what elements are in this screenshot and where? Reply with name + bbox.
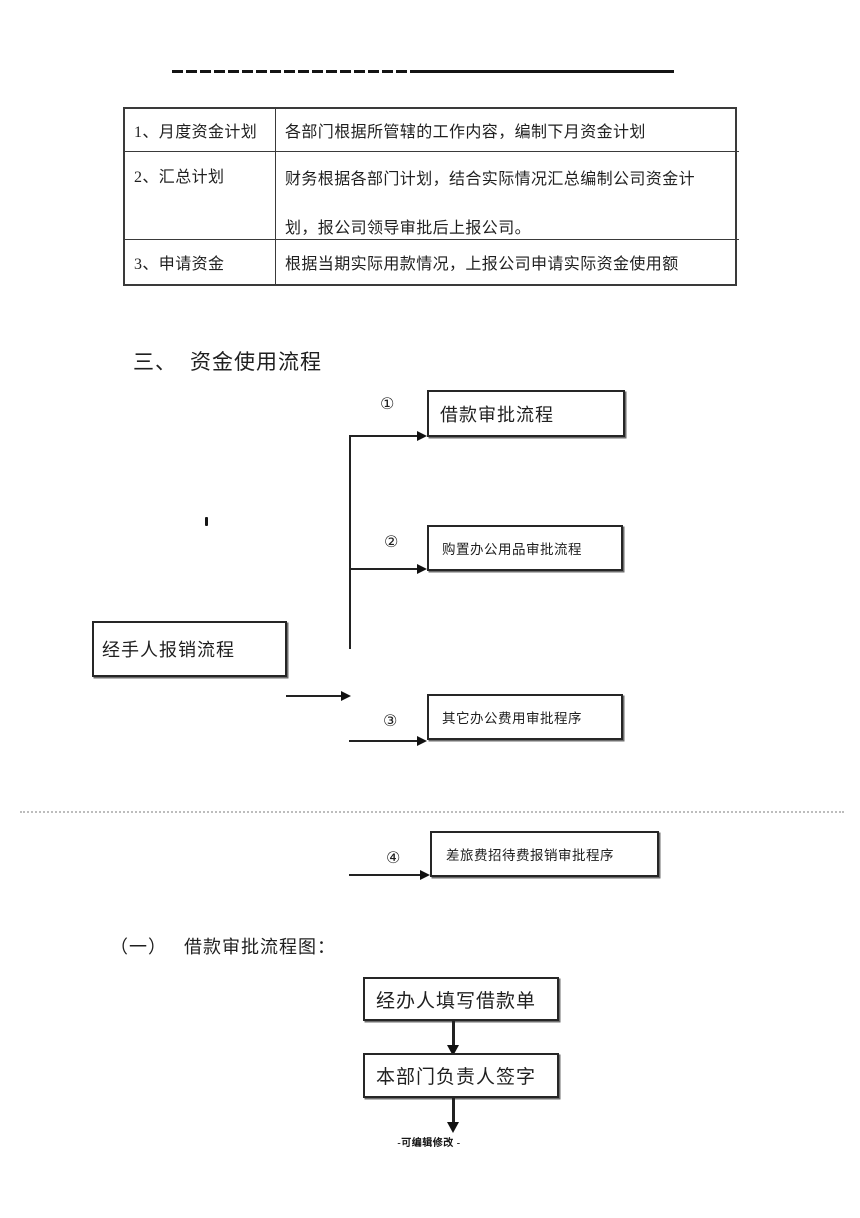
section-heading: 三、资金使用流程 xyxy=(133,346,322,376)
row-desc-line: 财务根据各部门计划，结合实际情况汇总编制公司资金计 xyxy=(285,170,696,188)
source-arrowhead-icon xyxy=(341,691,351,701)
row-label: 1、月度资金计划 xyxy=(134,124,258,141)
table-row-3-label: 3、申请资金 xyxy=(125,240,276,284)
loan-step-label: 经办人填写借款单 xyxy=(376,990,537,1012)
header-rule-solid xyxy=(413,70,674,73)
section-number: 三、 xyxy=(133,350,177,374)
row-desc: 根据当期实际用款情况，上报公司申请实际资金使用额 xyxy=(285,256,679,273)
branch-marker-4: ④ xyxy=(386,848,401,867)
branch-line-1 xyxy=(349,435,419,437)
branch-arrowhead-1-icon xyxy=(417,431,427,441)
loan-step-box-1: 经办人填写借款单 xyxy=(363,977,559,1021)
table-row-2-label: 2、汇总计划 xyxy=(125,152,276,240)
branch-arrowhead-4-icon xyxy=(420,870,430,880)
table-row-2-desc: 财务根据各部门计划，结合实际情况汇总编制公司资金计 划，报公司领导审批后上报公司… xyxy=(276,152,739,240)
loan-step-label: 本部门负责人签字 xyxy=(376,1067,537,1088)
row-desc: 各部门根据所管辖的工作内容，编制下月资金计划 xyxy=(285,124,646,141)
row-label: 2、汇总计划 xyxy=(134,168,225,186)
flow-box-other-office-expense: 其它办公费用审批程序 xyxy=(427,694,623,740)
flow-box-label: 购置办公用品审批流程 xyxy=(442,542,582,557)
loan-arrowhead-2-icon xyxy=(447,1122,459,1133)
subsection-number: （一） xyxy=(110,937,167,957)
flow-box-handler-reimbursement: 经手人报销流程 xyxy=(92,621,287,677)
row-desc-line: 划，报公司领导审批后上报公司。 xyxy=(285,219,532,237)
subsection-heading: （一） 借款审批流程图： xyxy=(110,933,336,959)
loan-arrowhead-1-icon xyxy=(447,1045,459,1056)
flow-box-label: 借款审批流程 xyxy=(440,404,554,425)
branch-arrowhead-2-icon xyxy=(417,564,427,574)
branch-marker-3: ③ xyxy=(383,711,398,730)
table-row-3-desc: 根据当期实际用款情况，上报公司申请实际资金使用额 xyxy=(276,240,739,284)
table-row-1-desc: 各部门根据所管辖的工作内容，编制下月资金计划 xyxy=(276,109,739,152)
flow-box-travel-entertainment: 差旅费招待费报销审批程序 xyxy=(430,831,659,877)
flow-box-loan-approval: 借款审批流程 xyxy=(427,390,625,437)
loan-step-box-2: 本部门负责人签字 xyxy=(363,1053,559,1098)
branch-arrowhead-3-icon xyxy=(417,736,427,746)
section-title: 资金使用流程 xyxy=(190,350,322,374)
subsection-title: 借款审批流程图： xyxy=(184,937,336,957)
source-arrow-line xyxy=(286,695,343,697)
flow-box-office-supplies: 购置办公用品审批流程 xyxy=(427,525,623,571)
branch-marker-2: ② xyxy=(384,532,399,551)
table-row-1-label: 1、月度资金计划 xyxy=(125,109,276,152)
page-break-dotted-line xyxy=(20,811,844,813)
funding-plan-table: 1、月度资金计划 各部门根据所管辖的工作内容，编制下月资金计划 2、汇总计划 财… xyxy=(123,107,739,286)
footer-editable-note: -可编辑修改 - xyxy=(397,1138,461,1149)
flow-box-label: 其它办公费用审批程序 xyxy=(442,711,582,726)
flow-box-label: 经手人报销流程 xyxy=(102,640,235,660)
branch-line-2 xyxy=(349,568,419,570)
header-rule-dashed xyxy=(172,70,413,73)
flow-trunk-line xyxy=(349,436,351,649)
loan-arrow-line-2 xyxy=(452,1098,455,1123)
loan-arrow-line-1 xyxy=(452,1021,455,1046)
branch-line-4 xyxy=(349,874,420,876)
stray-mark xyxy=(205,517,208,526)
flow-box-label: 差旅费招待费报销审批程序 xyxy=(446,848,614,863)
branch-marker-1: ① xyxy=(380,394,395,413)
branch-line-3 xyxy=(349,740,419,742)
row-label: 3、申请资金 xyxy=(134,256,225,273)
